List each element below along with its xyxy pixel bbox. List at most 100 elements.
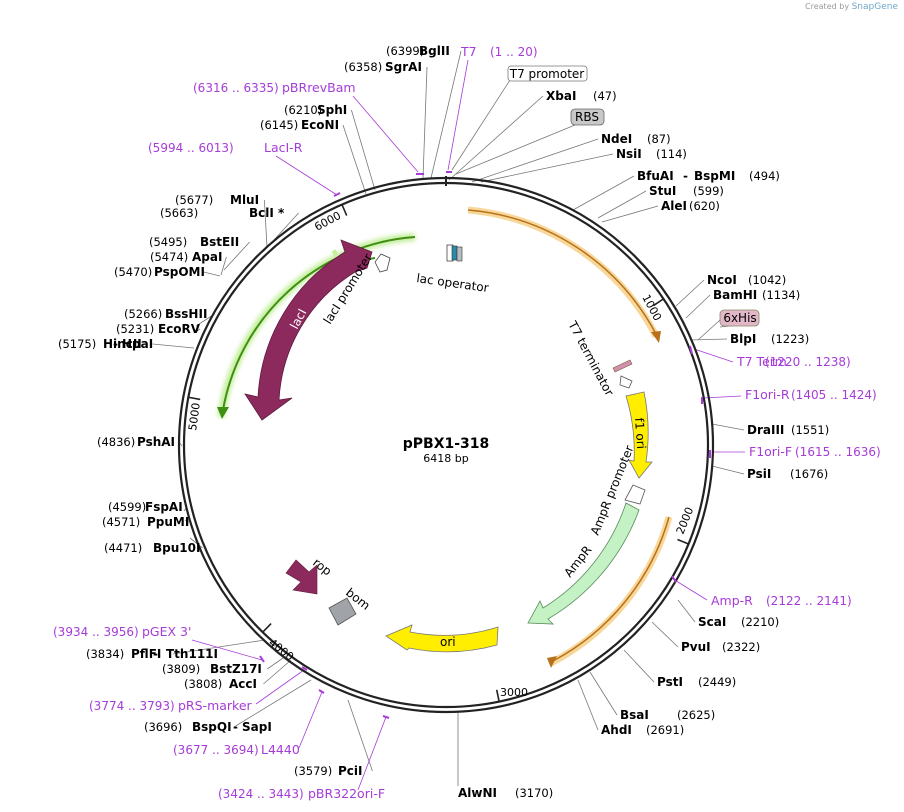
primer-leader-pbr322ori_f [357, 716, 387, 791]
enzyme-label-alei: AleI [661, 199, 687, 213]
credit-prefix: Created by [805, 2, 850, 11]
scale-tick [495, 689, 500, 702]
enzyme-position-ecorv: (5231) [116, 322, 154, 336]
enzyme-position-alei: (620) [689, 199, 720, 213]
leader-apai [220, 256, 227, 276]
enzyme-label-bspmi: BspMI [694, 169, 735, 183]
enzyme-position-econi: (6145) [260, 118, 298, 132]
enzyme-label-bsshii: BssHII [165, 307, 207, 321]
leader-pvui [651, 621, 679, 648]
enzyme-label-hpai: HpaI [122, 337, 153, 351]
leader-bsai [589, 671, 618, 716]
enzyme-position-bcli: (5663) [160, 206, 198, 220]
enzyme-position-nsii: (114) [656, 147, 687, 161]
scale-tick [262, 623, 272, 633]
leader-stui [597, 190, 647, 219]
primer-range-pbrrevbam: (6316 .. 6335) [193, 81, 279, 95]
rbs-label: RBS [575, 110, 599, 124]
primer-label-t7: T7 [460, 44, 477, 59]
enzyme-position-scai: (2210) [741, 615, 779, 629]
primer-label-pgex3: pGEX 3' [142, 624, 191, 639]
leader-draiii [711, 423, 745, 431]
primer-label-prs_marker: pRS-marker [178, 698, 253, 713]
leader-bpu10i [189, 537, 203, 549]
f1-ori-arrow [625, 391, 653, 479]
primer-label-f1ori_r: F1ori-R [745, 387, 790, 402]
enzyme-position-draiii: (1551) [791, 423, 829, 437]
lac-operator-mark [451, 245, 458, 261]
leader-bfuai [572, 175, 635, 211]
ori-arrow [385, 624, 499, 653]
primer-range-f1ori_r: (1405 .. 1424) [791, 388, 877, 402]
primer-leader-t7_term [693, 348, 734, 363]
enzyme-label-nsii: NsiI [616, 147, 642, 161]
primer-range-t7_term: (1220 .. 1238) [765, 355, 851, 369]
primer-mark-amp_r [671, 575, 677, 583]
enzyme-label-mlui: MluI [230, 193, 259, 207]
plasmid-name: pPBX1-318 [403, 436, 490, 452]
enzyme-label-ppumi: PpuMI [147, 515, 189, 529]
leader-ecorv [193, 328, 201, 334]
primer-marks [259, 171, 711, 719]
enzyme-position-hincii: (5175) [58, 337, 96, 351]
leader-ppumi [184, 519, 190, 523]
enzyme-label-xbai: XbaI [546, 89, 576, 103]
enzyme-dash-pflfi: - [153, 647, 158, 661]
scale-tick [188, 396, 201, 401]
enzyme-position-bsai: (2625) [677, 708, 715, 722]
primer-label-t7_term: T7 Term [736, 354, 787, 369]
laci-region-arrowhead [217, 407, 229, 419]
primer-label-laci_r: LacI-R [264, 140, 303, 155]
enzyme-label-blpi: BlpI [730, 332, 756, 346]
primer-label-l4440: L4440 [261, 742, 300, 757]
primer-range-l4440: (3677 .. 3694) [173, 743, 259, 757]
enzyme-label-sapi: SapI [242, 720, 272, 734]
leader-ncoi [675, 279, 705, 307]
enzyme-label-pvui: PvuI [681, 640, 711, 654]
primer-mark-pgex3 [259, 655, 265, 663]
plasmid-size: 6418 bp [423, 452, 468, 465]
enzyme-label-acci: AccI [229, 677, 257, 691]
annotation-labels: BglII(6399)SgrAI(6358)SphI(6210)EcoNI(61… [53, 44, 881, 801]
leader-psti [623, 649, 655, 683]
snapgene-credit: Created by SnapGene [805, 2, 898, 12]
primer-range-amp_r: (2122 .. 2141) [766, 594, 852, 608]
enzyme-position-ppumi: (4571) [102, 515, 140, 529]
leader-ndei [471, 138, 599, 183]
enzyme-position-xbai: (47) [593, 89, 617, 103]
f1-ori-label: f1 ori [632, 417, 648, 449]
leader-bspqi [233, 679, 312, 728]
primer-leader-pbrrevbam [352, 95, 419, 173]
enzyme-label-draiii: DraIII [747, 423, 784, 437]
leader-bglii [430, 50, 462, 179]
enzyme-label-fspai: FspAI [145, 500, 183, 514]
enzyme-position-blpi: (1223) [771, 332, 809, 346]
enzyme-label-sgrai: SgrAI [385, 60, 422, 74]
laci-promoter-arrow [374, 253, 391, 273]
enzyme-position-psti: (2449) [698, 675, 736, 689]
enzyme-position-apai: (5474) [150, 250, 188, 264]
leader-6xhis [697, 319, 721, 341]
rbs-tag: RBS [570, 108, 605, 126]
enzyme-label-econi: EcoNI [301, 118, 339, 132]
enzyme-position-ndei: (87) [647, 132, 671, 146]
his6-tag: 6xHis [719, 309, 760, 327]
snapgene-logo: SnapGene [851, 2, 898, 12]
ampr-arrow [527, 502, 640, 625]
primer-leader-pgex3 [191, 639, 263, 661]
enzyme-position-sphi: (6210) [284, 103, 322, 117]
t7-region-arc [467, 209, 657, 335]
his6-label: 6xHis [723, 311, 756, 325]
leader-bstz17i [266, 655, 287, 670]
primer-label-pbr322ori_f: pBR322ori-F [308, 786, 385, 801]
enzyme-label-psti: PstI [657, 675, 683, 689]
bom-box [328, 597, 357, 626]
enzyme-position-bsteii: (5495) [149, 235, 187, 249]
enzyme-position-bstz17i: (3809) [162, 662, 200, 676]
enzyme-label-ncoi: NcoI [707, 273, 737, 287]
leader-mlui [264, 199, 268, 248]
enzyme-position-pspomi: (5470) [114, 265, 152, 279]
primer-mark-prs_marker [301, 666, 308, 671]
ori-label: ori [440, 635, 456, 649]
leader-rbs [455, 124, 576, 175]
